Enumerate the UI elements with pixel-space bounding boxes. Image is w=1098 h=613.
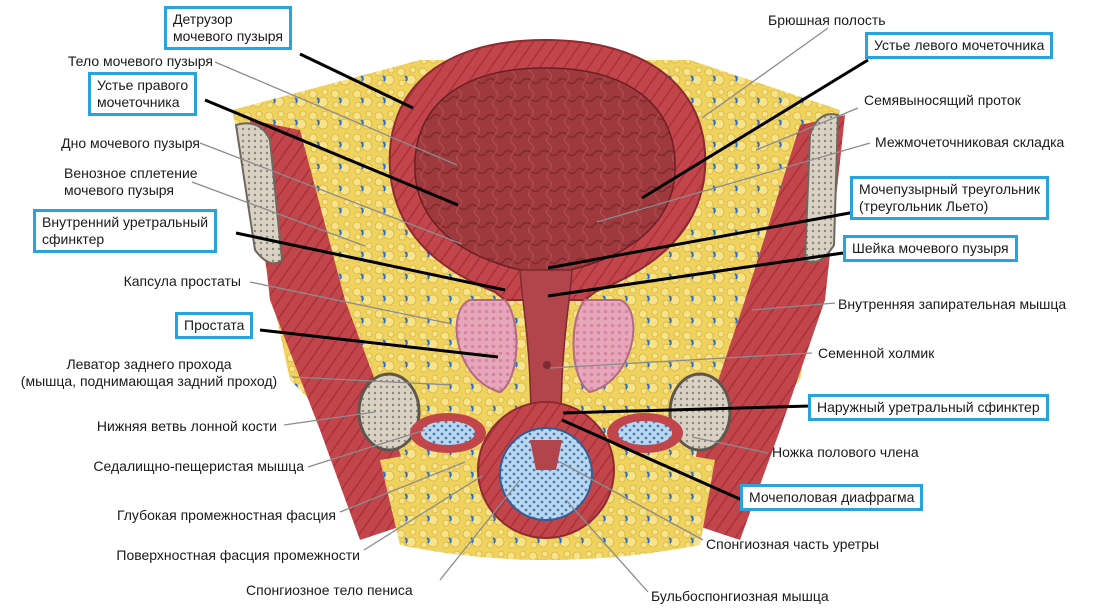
leader-left-ureter-orifice bbox=[641, 58, 869, 200]
leader-seminal-colliculus bbox=[549, 352, 813, 369]
leader-bladder-neck bbox=[547, 251, 844, 298]
label-bulbospongiosus: Бульбоспонгиозная мышца bbox=[651, 588, 829, 604]
leader-prostate bbox=[259, 328, 499, 359]
corpus-spongiosum bbox=[499, 427, 593, 521]
label-obturator-internus: Внутренняя запирательная мышца bbox=[838, 296, 1067, 312]
leader-deep-fascia bbox=[339, 461, 466, 513]
left-pubic-ramus bbox=[357, 372, 421, 452]
leader-obturator-internus bbox=[751, 302, 836, 311]
leader-interureteric-fold bbox=[596, 142, 871, 223]
label-spongy-urethra: Спонгиозная часть уретры bbox=[706, 536, 880, 552]
leader-peritoneal-cavity bbox=[701, 27, 829, 119]
highlight-leader-lines bbox=[204, 52, 869, 502]
leader-right-ureter-orifice bbox=[204, 98, 459, 207]
leader-venous-plexus bbox=[191, 181, 366, 247]
label-detrusor: Детрузор мочевого пузыря bbox=[164, 6, 292, 50]
leader-internal-sphincter bbox=[235, 231, 506, 292]
label-venous-line2: мочевого пузыря bbox=[64, 182, 174, 198]
leader-lines bbox=[191, 27, 871, 593]
leader-urogenital-diaphragm bbox=[561, 418, 743, 502]
label-left-ureter-orifice: Устье левого мочеточника bbox=[865, 32, 1054, 59]
label-interureteric-fold: Межмочеточниковая складка bbox=[875, 134, 1065, 150]
label-levator-line1: Леватор заднего прохода bbox=[66, 356, 232, 372]
label-seminal-colliculus: Семенной холмик bbox=[818, 345, 935, 361]
leader-ischiocavernosus bbox=[307, 429, 426, 468]
leader-detrusor bbox=[299, 52, 414, 110]
seminal-colliculus bbox=[543, 361, 551, 369]
label-superficial-perineal-fascia: Поверхностная фасция промежности bbox=[116, 547, 360, 563]
right-pubic-ramus bbox=[668, 372, 732, 452]
label-internal-urethral-sphincter: Внутренний уретральный сфинктер bbox=[33, 209, 218, 253]
left-pelvic-bone bbox=[234, 122, 284, 265]
bladder-lumen bbox=[414, 67, 676, 271]
leader-pubic-ramus bbox=[283, 411, 376, 426]
label-internal-line2: сфинктер bbox=[42, 231, 105, 247]
label-inferior-pubic-ramus: Нижняя ветвь лонной кости bbox=[96, 418, 277, 434]
label-urogenital-diaphragm: Мочеполовая диафрагма bbox=[740, 484, 924, 511]
label-prostate: Простата bbox=[175, 312, 254, 339]
spongy-urethra bbox=[530, 440, 562, 470]
label-right-ureter-line2: мочеточника bbox=[97, 94, 180, 110]
leader-prostate-capsule bbox=[249, 281, 453, 325]
leader-bulbospongiosus bbox=[565, 499, 649, 593]
label-bladder-body: Тело мочевого пузыря bbox=[67, 53, 213, 69]
label-prostate-capsule: Капсула простаты bbox=[123, 273, 241, 289]
label-venous-line1: Венозное сплетение bbox=[64, 165, 198, 181]
label-trigone-line2: (треугольник Льето) bbox=[859, 198, 989, 214]
label-detrusor-line1: Детрузор bbox=[173, 11, 233, 27]
label-detrusor-line2: мочевого пузыря bbox=[173, 28, 283, 44]
right-crus-core bbox=[618, 421, 672, 445]
leader-external-sphincter bbox=[562, 404, 811, 415]
leader-spongy-urethra bbox=[559, 461, 704, 541]
label-deep-perineal-fascia: Глубокая промежностная фасция bbox=[116, 507, 336, 523]
label-vas-deferens: Семявыносящий проток bbox=[864, 92, 1021, 108]
leader-penile-crus bbox=[691, 436, 769, 454]
leader-levator-ani bbox=[291, 376, 453, 386]
leader-superficial-fascia bbox=[363, 475, 483, 551]
label-external-urethral-sphincter: Наружный уретральный сфинктер bbox=[808, 394, 1049, 421]
label-corpus-spongiosum: Спонгиозное тело пениса bbox=[246, 582, 413, 598]
right-pelvic-bone bbox=[803, 113, 840, 264]
leader-trigone bbox=[547, 210, 856, 270]
label-ischiocavernosus: Седалищно-пещеристая мышца bbox=[93, 458, 304, 474]
leader-vas-deferens bbox=[755, 107, 859, 151]
leader-bladder-body bbox=[214, 61, 458, 166]
label-levator-line2: (мышца, поднимающая задний проход) bbox=[20, 373, 278, 389]
left-crus-core bbox=[421, 421, 475, 445]
label-levator-ani: Леватор заднего прохода (мышца, поднимаю… bbox=[8, 356, 290, 390]
label-bladder-neck: Шейка мочевого пузыря bbox=[843, 235, 1018, 262]
label-bladder-fundus: Дно мочевого пузыря bbox=[61, 135, 200, 151]
label-penile-crus: Ножка полового члена bbox=[772, 444, 919, 460]
prostate-left-lobe bbox=[455, 299, 518, 394]
label-venous-plexus: Венозное сплетение мочевого пузыря bbox=[64, 165, 198, 199]
label-peritoneal-cavity: Брюшная полость bbox=[768, 12, 886, 28]
label-right-ureter-orifice: Устье правого мочеточника bbox=[88, 72, 198, 116]
label-trigone: Мочепузырный треугольник (треугольник Ль… bbox=[850, 176, 1049, 220]
leader-bladder-fundus bbox=[199, 142, 463, 245]
label-internal-line1: Внутренний уретральный bbox=[42, 214, 209, 230]
leader-corpus-spongiosum bbox=[439, 479, 521, 581]
prostate-right-lobe bbox=[572, 299, 635, 394]
label-trigone-line1: Мочепузырный треугольник bbox=[859, 181, 1040, 197]
label-right-ureter-line1: Устье правого bbox=[97, 77, 189, 93]
